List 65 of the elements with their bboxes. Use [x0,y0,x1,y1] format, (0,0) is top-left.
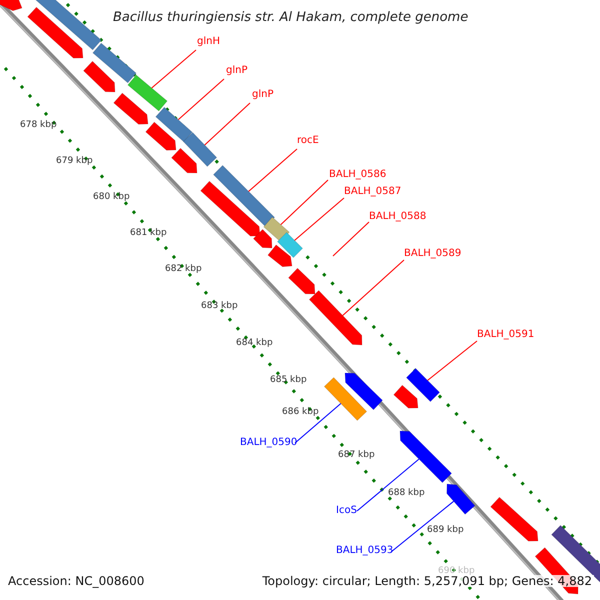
gene-label: BALH_0586 [329,170,386,180]
leader-line [204,102,250,146]
gene-label: glnP [226,66,248,76]
gene-feature [288,268,316,294]
leader-line [390,500,454,552]
leader-line [280,180,328,226]
gene-feature [35,0,102,50]
gene-feature [308,290,362,346]
gene-label: glnH [197,37,220,47]
gene-label: BALH_0589 [404,249,462,259]
gene-feature [182,132,218,167]
scale-label: 682 kbp [165,265,202,274]
leader-line [342,260,404,316]
leader-line [151,50,196,89]
leader-line [294,403,342,444]
gene-feature [446,484,476,515]
gene-feature [200,180,260,236]
gene-feature [92,42,137,84]
scale-label: 689 kbp [427,526,464,535]
gene-feature [0,0,22,12]
gene-label: rocE [297,136,319,146]
leader-line [178,78,224,120]
leader-line [427,340,478,381]
scale-label: 680 kbp [93,193,130,202]
gene-feature [267,244,292,267]
scale-label: 687 kbp [338,451,375,460]
gene-feature [171,148,198,174]
gene-feature [83,60,116,92]
gene-label: BALH_0593 [336,546,394,556]
leader-line [356,458,420,512]
gene-label: BALH_0587 [344,187,402,197]
gene-feature [155,106,193,142]
leader-line [248,148,298,192]
gene-feature [324,377,368,421]
gene-feature [400,430,452,484]
scale-label: 683 kbp [201,302,238,311]
accession-text: Accession: NC_008600 [8,575,144,587]
gene-label: BALH_0590 [240,438,298,448]
scale-label: 681 kbp [130,229,167,238]
gene-label: glnP [252,90,274,100]
gene-feature [113,92,148,125]
genome-summary-text: Topology: circular; Length: 5,257,091 bp; Genes: 4,882 [260,575,594,587]
leader-line [332,222,370,256]
gene-label: IcoS [336,506,357,516]
gene-feature [406,368,440,402]
gene-label: BALH_0591 [477,330,534,340]
gene-label: BALH_0588 [369,212,426,222]
scale-label: 684 kbp [236,339,273,348]
gene-feature [276,232,304,258]
leader-line [294,198,344,241]
gene-feature [212,164,276,228]
gene-feature [490,496,538,542]
scale-label: 686 kbp [282,408,319,417]
scale-label: 690 kbp [438,567,475,576]
scale-label: 688 kbp [388,489,425,498]
scale-label: 678 kbp [20,121,57,130]
gene-feature [344,372,383,410]
gene-feature [145,122,176,150]
map-title: Bacillus thuringiensis str. Al Hakam, complete genome [113,11,468,24]
scale-label: 679 kbp [56,157,93,166]
gene-feature [27,6,84,58]
gene-feature [393,384,418,408]
gene-feature [127,74,168,112]
scale-label: 685 kbp [270,376,307,385]
gene-feature [263,216,290,242]
